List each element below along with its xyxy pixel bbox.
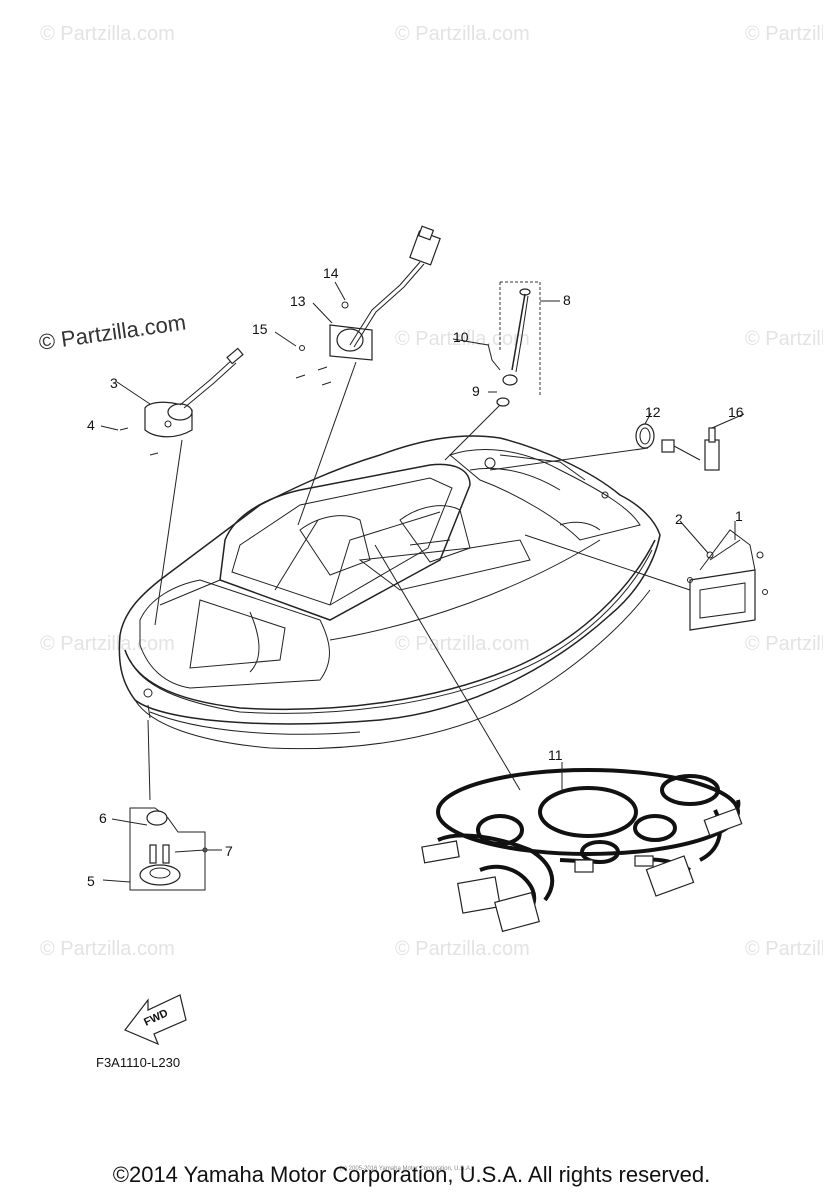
callout-8: 8	[563, 292, 571, 308]
callout-10: 10	[453, 329, 469, 345]
callout-7: 7	[225, 843, 233, 859]
callout-13: 13	[290, 293, 306, 309]
callout-12: 12	[645, 404, 661, 420]
part-3-sender-unit	[119, 347, 244, 456]
watermark-text: © Partzilla.com	[745, 23, 823, 45]
part-5-fitting	[129, 807, 208, 891]
callout-9: 9	[472, 383, 480, 399]
small-copyright: (c) 2005-2016 Yamaha Motor Corporation, …	[340, 1166, 472, 1172]
leader-lines	[100, 281, 745, 883]
callout-labels: 1 2 3 4 5 6 7 8 9 10 11 12 13 14 15 16	[87, 265, 744, 889]
part-11-wire-harness	[421, 768, 743, 933]
part-12-16-sensor	[635, 423, 720, 471]
callout-11: 11	[548, 747, 563, 763]
callout-2: 2	[675, 511, 683, 527]
callout-5: 5	[87, 873, 95, 889]
watermark-text: © Partzilla.com	[395, 938, 530, 960]
callout-14: 14	[323, 265, 339, 281]
watermark-text: © Partzilla.com	[745, 633, 823, 655]
diagram-code: F3A1110-L230	[96, 1055, 180, 1070]
watermarks: © Partzilla.com © Partzilla.com © Partzi…	[40, 23, 823, 960]
watermark-text: © Partzilla.com	[395, 633, 530, 655]
part-13-housing	[295, 225, 441, 386]
partzilla-watermark: © Partzilla.com	[37, 310, 187, 355]
boat-hull	[118, 435, 661, 750]
callout-3: 3	[110, 375, 118, 391]
watermark-text: © Partzilla.com	[40, 23, 175, 45]
part-1-bracket	[687, 529, 768, 631]
watermark-text: © Partzilla.com	[745, 328, 823, 350]
watermark-text: © Partzilla.com	[395, 328, 530, 350]
copyright-notice: ©2014 Yamaha Motor Corporation, U.S.A. A…	[112, 1162, 711, 1187]
part-8-dipstick	[487, 281, 541, 407]
watermark-text: © Partzilla.com	[745, 938, 823, 960]
callout-16: 16	[728, 404, 744, 420]
callout-1: 1	[735, 508, 743, 524]
watermark-text: © Partzilla.com	[395, 23, 530, 45]
callout-15: 15	[252, 321, 268, 337]
callout-4: 4	[87, 417, 95, 433]
fwd-arrow: FWD	[124, 994, 187, 1046]
callout-6: 6	[99, 810, 107, 826]
watermark-text: © Partzilla.com	[40, 938, 175, 960]
watermark-text: © Partzilla.com	[40, 633, 175, 655]
